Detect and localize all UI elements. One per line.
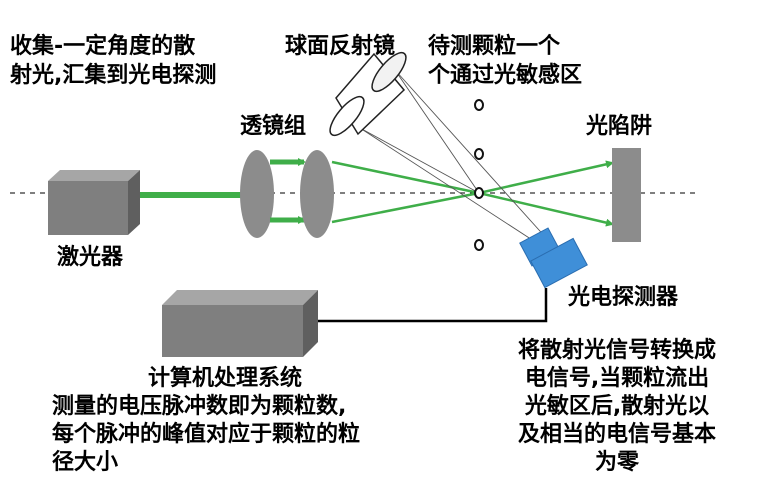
- light-trap-box: [612, 148, 641, 242]
- label-convert-line3: 光敏区后,散射光以: [524, 394, 710, 419]
- laser-box: [48, 170, 140, 235]
- label-computer: 计算机处理系统: [148, 366, 303, 391]
- label-particle-line2: 个通过光敏感区: [428, 63, 583, 88]
- label-light-trap: 光陷阱: [586, 114, 653, 139]
- label-convert-line5: 为零: [594, 450, 639, 475]
- label-measure-line2: 每个脉冲的峰值对应于颗粒的粒: [52, 422, 361, 447]
- label-photodetector: 光电探测器: [568, 285, 679, 310]
- particle: [474, 148, 484, 160]
- photodetector-block: [519, 227, 588, 289]
- label-collect-line1: 收集-一定角度的散: [10, 34, 196, 59]
- label-particle-line1: 待测颗粒一个: [428, 34, 561, 59]
- label-convert-line1: 将散射光信号转换成: [517, 338, 716, 363]
- computer-box: [162, 290, 318, 357]
- lens-2: [300, 150, 334, 238]
- label-measure-line3: 径大小: [52, 450, 119, 475]
- label-convert-line4: 及相当的电信号基本: [517, 422, 716, 447]
- label-convert-line2: 电信号,当颗粒流出: [524, 366, 710, 391]
- particle: [474, 187, 484, 199]
- label-measure-line1: 测量的电压脉冲数即为颗粒数,: [52, 394, 347, 419]
- label-mirror: 球面反射镜: [285, 34, 396, 59]
- particle: [474, 239, 484, 251]
- signal-cable: [318, 288, 548, 323]
- focused-beams: [331, 160, 614, 227]
- particles: [474, 99, 484, 251]
- particle: [474, 99, 484, 111]
- scatter-lines: [359, 69, 549, 246]
- spherical-mirror: [329, 51, 407, 137]
- label-lens-group: 透镜组: [240, 114, 307, 139]
- label-collect-line2: 射光,汇集到光电探测: [10, 63, 217, 88]
- lens-1: [240, 150, 274, 238]
- label-laser: 激光器: [57, 245, 124, 270]
